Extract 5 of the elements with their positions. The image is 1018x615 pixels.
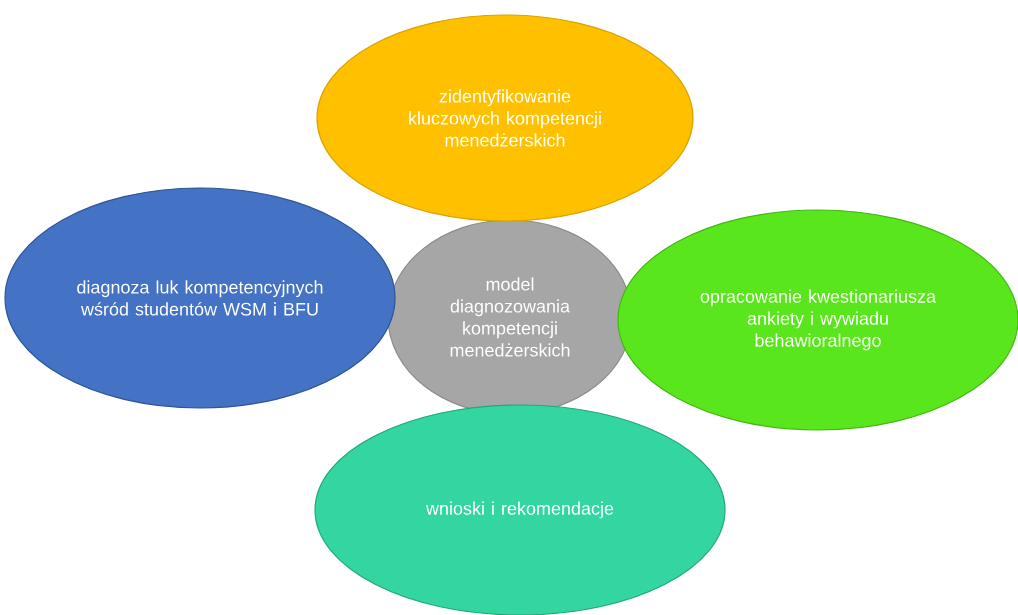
ellipse-node: wnioski i rekomendacje [314,404,726,615]
ellipse-node: opracowanie kwestionariusza ankiety i wywiadu behawioralnego [617,209,1018,431]
ellipse-node: diagnoza luk kompetencyjnych wśród studentów WSM i BFU [4,187,396,409]
ellipse-node: model diagnozowania kompetencji menedżerskich [387,219,633,415]
ellipse-node: zidentyfikowanie kluczowych kompetencji menedżerskich [316,14,694,222]
